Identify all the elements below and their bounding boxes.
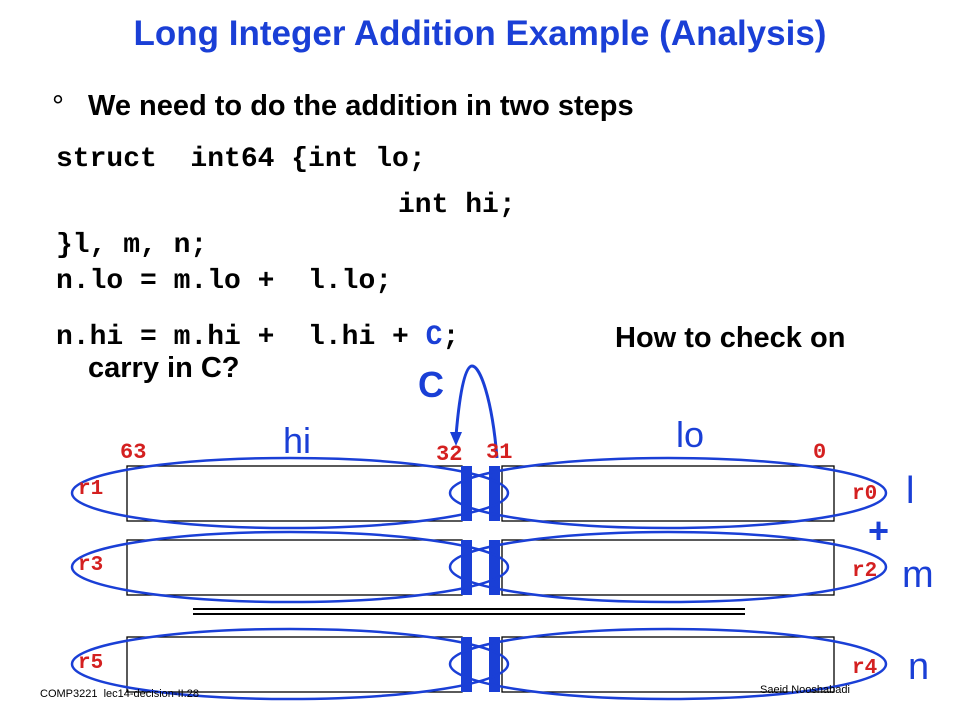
slide-title: Long Integer Addition Example (Analysis)	[133, 14, 827, 53]
var-l-label: l	[906, 470, 915, 512]
bit-31-marker	[489, 466, 500, 521]
question-text: How to check on	[615, 322, 846, 354]
bit-32-label: 32	[436, 442, 463, 467]
register-r1-box	[126, 465, 463, 522]
bit-31-label: 31	[486, 440, 513, 465]
bit-31-marker	[489, 637, 500, 692]
question-text-continued: carry in C?	[88, 352, 240, 384]
code-line-vars: }l, m, n;	[56, 230, 208, 261]
var-n-label: n	[908, 646, 930, 688]
l-lo-ellipse	[448, 456, 888, 530]
footer-course: COMP3221 lec14-decision-II.28	[40, 688, 199, 700]
code-line-int-hi: int hi;	[398, 190, 516, 221]
register-r4-box	[501, 636, 835, 693]
code-line-hi-add: n.hi = m.hi + l.hi + C;	[56, 322, 459, 353]
register-r2-box	[501, 539, 835, 596]
lo-label: lo	[676, 414, 705, 455]
code-hi-suffix: ;	[442, 322, 460, 353]
carry-arrow-head	[450, 432, 462, 446]
bit-32-marker	[461, 540, 472, 595]
hi-label: hi	[283, 420, 312, 461]
register-r5-box	[126, 636, 463, 693]
var-m-label: m	[902, 554, 934, 596]
code-line-lo-add: n.lo = m.lo + l.lo;	[56, 266, 393, 297]
carry-label: C	[418, 364, 444, 405]
m-lo-ellipse	[448, 530, 888, 604]
register-r0-label: r0	[852, 483, 878, 506]
carry-arrow	[454, 364, 499, 459]
code-line-struct: struct int64 {int lo;	[56, 144, 426, 175]
l-hi-ellipse	[70, 456, 510, 530]
register-r3-box	[126, 539, 463, 596]
register-r2-label: r2	[852, 560, 878, 583]
bit-32-marker	[461, 466, 472, 521]
n-lo-ellipse	[448, 627, 888, 701]
register-r5-label: r5	[78, 652, 104, 675]
bullet-text: We need to do the addition in two steps	[88, 90, 634, 122]
bit-32-marker	[461, 637, 472, 692]
footer-author: Saeid Nooshabadi	[760, 684, 850, 696]
plus-sign: +	[868, 510, 890, 551]
n-hi-ellipse	[70, 627, 510, 701]
register-r1-label: r1	[78, 478, 104, 501]
code-hi-prefix: n.hi = m.hi + l.hi +	[56, 322, 426, 353]
register-r0-box	[501, 465, 835, 522]
bit-0-label: 0	[813, 440, 827, 465]
bullet-marker: °	[52, 90, 64, 123]
register-r4-label: r4	[852, 657, 878, 680]
code-carry-c: C	[425, 322, 443, 353]
m-hi-ellipse	[70, 530, 510, 604]
bit-63-label: 63	[120, 440, 147, 465]
register-r3-label: r3	[78, 554, 104, 577]
bit-31-marker	[489, 540, 500, 595]
